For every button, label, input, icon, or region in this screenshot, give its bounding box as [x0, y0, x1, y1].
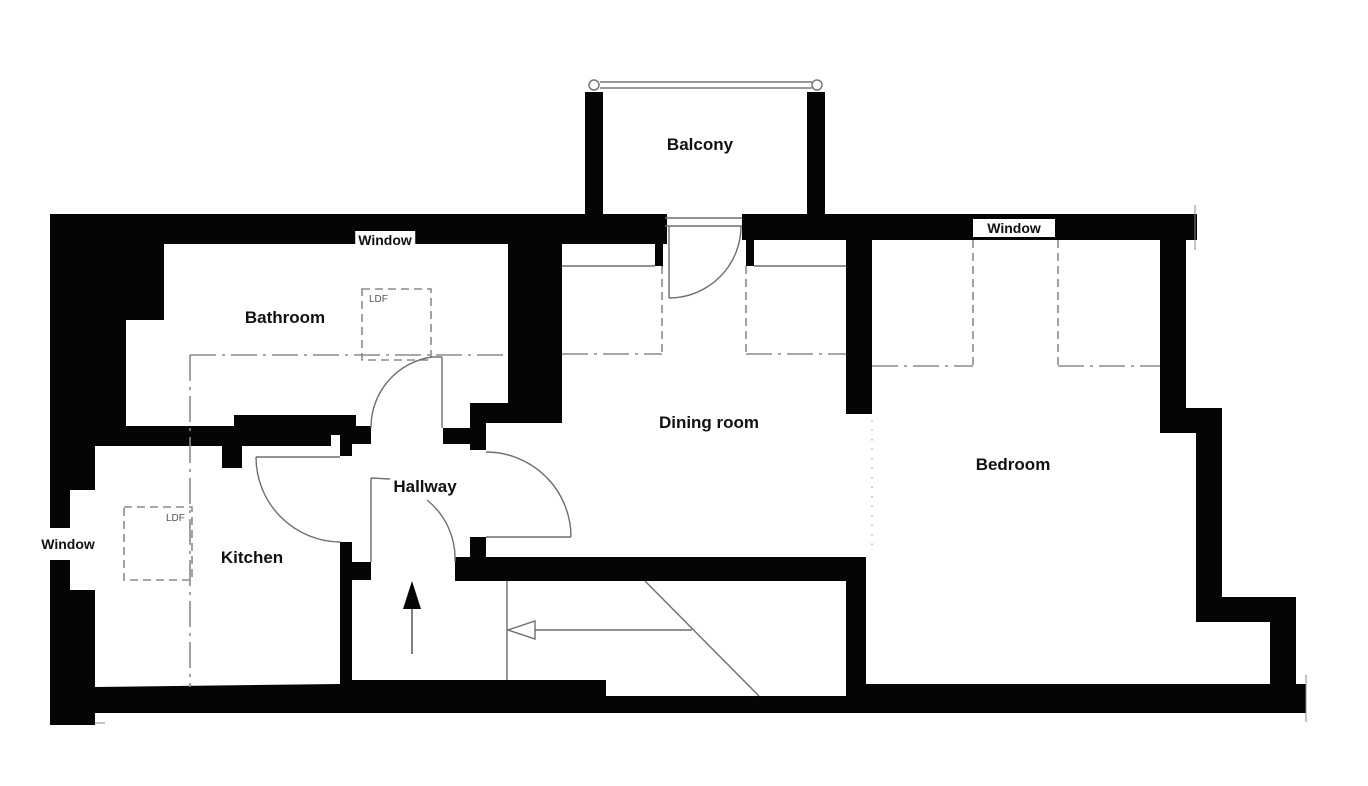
kitchen-door [255, 456, 341, 543]
stairs [505, 580, 760, 697]
kitchen-markings [123, 506, 193, 581]
room-label-dining-room: Dining room [658, 413, 760, 432]
hallway-inner-door [370, 477, 456, 563]
room-label-kitchen: Kitchen [220, 548, 284, 567]
room-label-bedroom: Bedroom [975, 455, 1051, 474]
balcony-door [665, 217, 742, 299]
room-label-balcony: Balcony [666, 135, 734, 154]
ldf-label-kitchen: LDF [166, 513, 185, 524]
window-label-bathroom: Window [355, 231, 415, 249]
walls [50, 92, 1306, 725]
bathroom-door [370, 356, 443, 429]
ldf-label-bathroom: LDF [369, 294, 388, 305]
room-label-hallway: Hallway [393, 477, 457, 496]
window-label-bedroom: Window [973, 219, 1055, 237]
dining-counters [562, 265, 846, 355]
balcony-railing [588, 79, 823, 91]
room-label-bathroom: Bathroom [244, 308, 326, 327]
bedroom-zones [871, 240, 1160, 552]
dining-door [485, 451, 572, 538]
entrance-arrow-icon [403, 581, 421, 654]
window-label-kitchen: Window [38, 535, 98, 553]
bathroom-markings [189, 288, 508, 687]
